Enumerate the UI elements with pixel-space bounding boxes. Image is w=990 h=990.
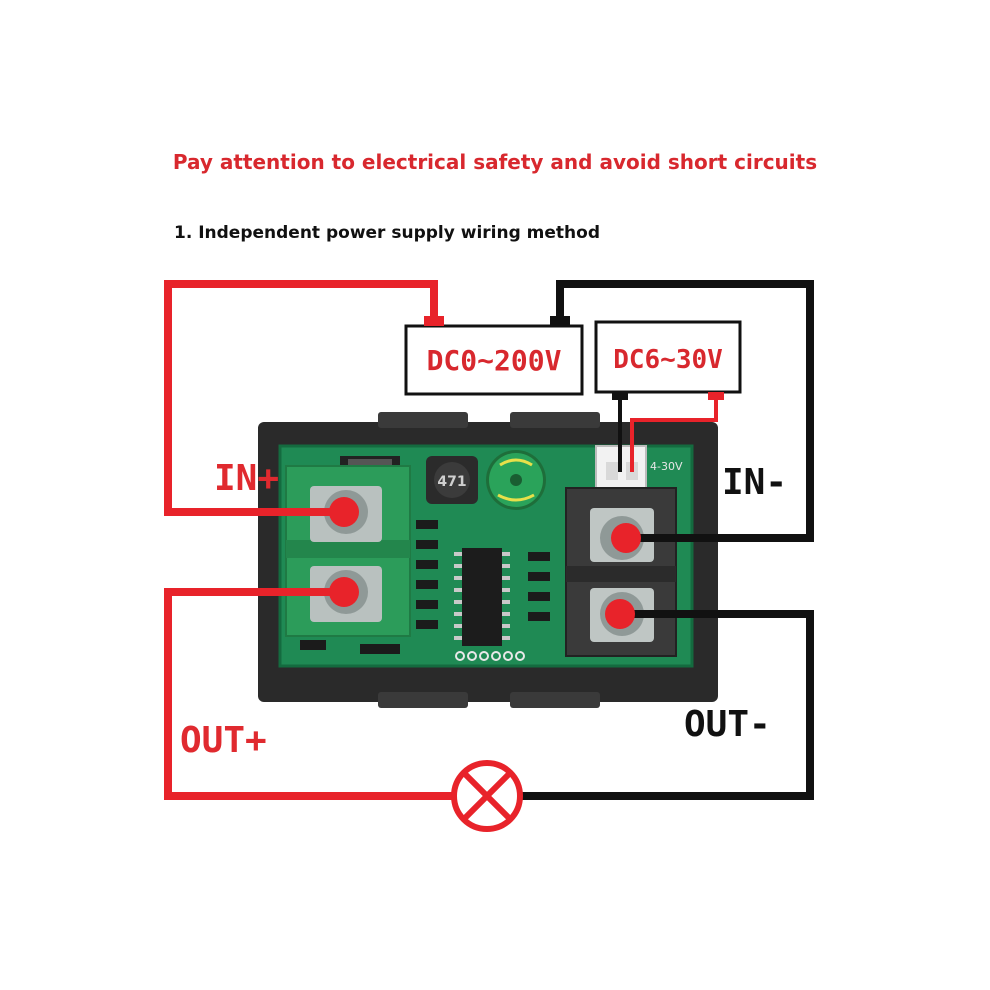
- housing-clip-bottom-left: [378, 692, 468, 708]
- smd-components: [300, 520, 550, 654]
- aux-supply-box: DC6~30V: [594, 320, 742, 400]
- wire-in-minus: [556, 280, 814, 542]
- wire-aux-plus: [630, 396, 718, 472]
- capacitor: [486, 450, 546, 510]
- housing-clip-top-left: [378, 412, 468, 428]
- main-supply-plus-terminal: [424, 316, 444, 326]
- input-terminal-block: [285, 465, 411, 637]
- aux-supply-minus-terminal: [612, 392, 628, 400]
- housing-clip-top-right: [510, 412, 600, 428]
- main-supply-box: DC0~200V: [404, 316, 584, 396]
- meter-module: 471: [258, 412, 718, 708]
- in-minus-label: IN-: [722, 462, 787, 503]
- out-minus-point: [605, 599, 635, 629]
- main-supply-minus-terminal: [550, 316, 570, 326]
- wire-in-plus: [164, 280, 438, 516]
- aux-supply-label: DC6~30V: [613, 345, 723, 375]
- wire-out-minus: [522, 610, 814, 800]
- inductor-marking: 471: [437, 474, 466, 490]
- lamp-load-icon: [451, 760, 523, 832]
- connection-points: [329, 497, 641, 629]
- output-terminal-block: [565, 487, 677, 657]
- in-minus-point: [611, 523, 641, 553]
- main-supply-label: DC0~200V: [427, 344, 562, 377]
- out-plus-point: [329, 577, 359, 607]
- ic-chip: [454, 548, 510, 646]
- aux-supply-plus-terminal: [708, 392, 724, 400]
- method-title: 1. Independent power supply wiring metho…: [174, 223, 601, 243]
- inductor: 471: [426, 456, 478, 504]
- connector-marking: 4-30V: [650, 460, 683, 473]
- safety-warning: Pay attention to electrical safety and a…: [172, 150, 818, 174]
- out-minus-label: OUT-: [684, 704, 771, 745]
- in-plus-label: IN+: [214, 458, 279, 499]
- wire-out-plus: [164, 588, 452, 800]
- out-plus-label: OUT+: [180, 720, 267, 761]
- housing-clip-bottom-right: [510, 692, 600, 708]
- pin-header-pads: [455, 651, 525, 661]
- in-plus-point: [329, 497, 359, 527]
- wires: [164, 280, 814, 800]
